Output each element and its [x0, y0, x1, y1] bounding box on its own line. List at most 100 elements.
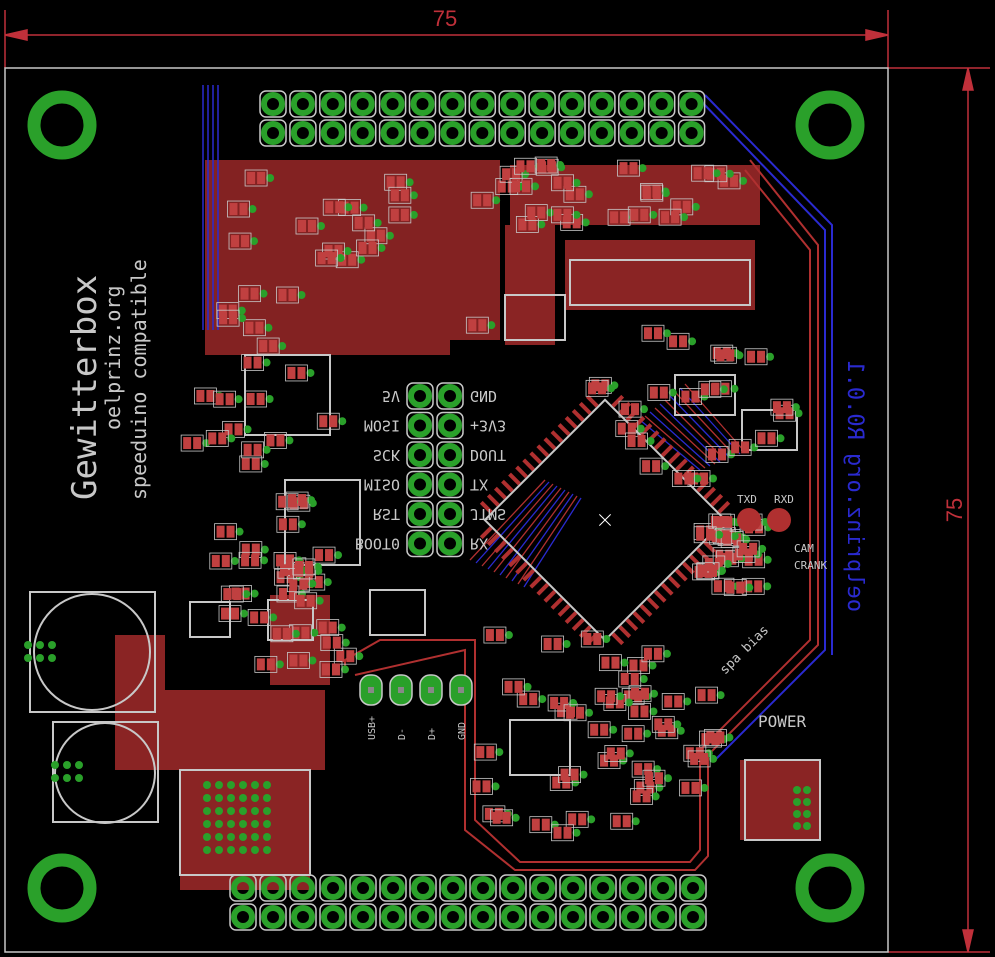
smd-component: [647, 384, 677, 401]
header-programming: [406, 382, 464, 558]
usb-pin-label: D-: [397, 728, 408, 740]
header-pin: [319, 874, 347, 902]
header-bottom: [229, 874, 707, 931]
header-pin: [498, 90, 526, 118]
header-pin: [409, 874, 437, 902]
header-pin: [438, 90, 467, 118]
power-connector-pads: [24, 641, 811, 854]
usb-pin: [389, 674, 413, 706]
smd-component: [541, 635, 571, 653]
smd-component: [238, 551, 269, 569]
header-pin: [499, 874, 527, 902]
smd-component: [205, 429, 236, 447]
header-top: [259, 90, 706, 147]
height-dimension-label: 75: [942, 498, 967, 522]
header-label-left: 5V: [382, 387, 400, 405]
header-pin: [677, 90, 706, 118]
smd-component: [243, 319, 273, 337]
smd-component: [651, 715, 682, 733]
smd-component: [312, 546, 343, 564]
mounting-hole-bottom-left: [27, 853, 97, 923]
smd-component: [671, 470, 702, 487]
header-pin: [259, 90, 287, 118]
label-txd: TXD: [737, 493, 757, 506]
smd-component: [247, 609, 278, 626]
header-pin: [529, 874, 557, 902]
header-pin: [647, 119, 676, 147]
smd-component: [618, 400, 649, 418]
smd-component: [534, 156, 565, 174]
width-dimension-label: 75: [433, 6, 457, 31]
board-subtitle: oelprinz.org: [101, 286, 125, 431]
header-pin: [349, 903, 377, 931]
header-label-left: BOOT0: [355, 535, 400, 553]
smd-component: [465, 316, 496, 334]
smd-component: [723, 579, 754, 596]
usb-pin: [359, 674, 383, 706]
header-pin: [406, 441, 434, 469]
smd-component: [565, 810, 596, 828]
usb-pin: [419, 674, 443, 706]
smd-component: [695, 686, 725, 704]
smd-component: [490, 809, 520, 827]
smd-component: [615, 420, 645, 438]
smd-component: [617, 159, 647, 177]
header-pin: [528, 119, 556, 147]
usb-pin-label: USB+: [367, 716, 378, 740]
header-pin: [588, 119, 616, 147]
smd-component: [599, 654, 629, 672]
header-pin: [436, 441, 464, 469]
smd-component: [316, 619, 346, 636]
header-pin: [319, 90, 347, 118]
smd-component: [238, 285, 268, 303]
smd-component: [604, 745, 634, 762]
smd-component: [180, 434, 211, 452]
smd-component: [244, 169, 275, 187]
header-label-right: GND: [470, 387, 497, 405]
header-label-left: MOSI: [364, 417, 400, 435]
header-pin: [649, 903, 677, 931]
smd-component: [276, 515, 306, 533]
smd-component: [640, 184, 670, 202]
header-pin: [589, 874, 617, 902]
smd-component: [658, 208, 689, 226]
smd-component: [696, 562, 727, 580]
smd-component: [705, 446, 736, 463]
smd-component: [254, 655, 284, 673]
smd-component: [241, 441, 271, 459]
smd-component: [736, 540, 767, 558]
header-pin: [529, 903, 557, 931]
smd-component: [316, 412, 347, 430]
smd-component: [587, 721, 618, 739]
label-spa-bias: spa bias: [717, 623, 772, 678]
header-pin: [438, 119, 467, 147]
smd-component: [239, 455, 269, 473]
header-pin: [468, 90, 497, 118]
header-pin: [379, 903, 407, 931]
smd-component: [516, 690, 547, 708]
smd-component: [770, 398, 800, 416]
label-cam: CAM: [794, 542, 814, 555]
smd-component: [687, 750, 718, 768]
smd-component: [641, 645, 671, 663]
header-pin: [378, 90, 407, 118]
smd-component: [319, 661, 349, 678]
smd-component: [679, 779, 709, 797]
header-label-left: SCK: [373, 446, 400, 464]
header-pin: [229, 903, 257, 931]
smd-component: [322, 242, 352, 260]
header-pin: [528, 90, 556, 118]
smd-component: [216, 309, 247, 327]
smd-component: [558, 766, 588, 784]
ic-footprints: [29, 259, 821, 876]
smd-component: [642, 769, 672, 787]
header-pin: [649, 874, 677, 902]
smd-component: [502, 678, 532, 696]
header-pin: [618, 90, 646, 118]
smd-component: [292, 558, 322, 576]
usb-pin: [449, 674, 473, 706]
header-pin: [406, 470, 434, 499]
smd-component: [388, 206, 418, 224]
